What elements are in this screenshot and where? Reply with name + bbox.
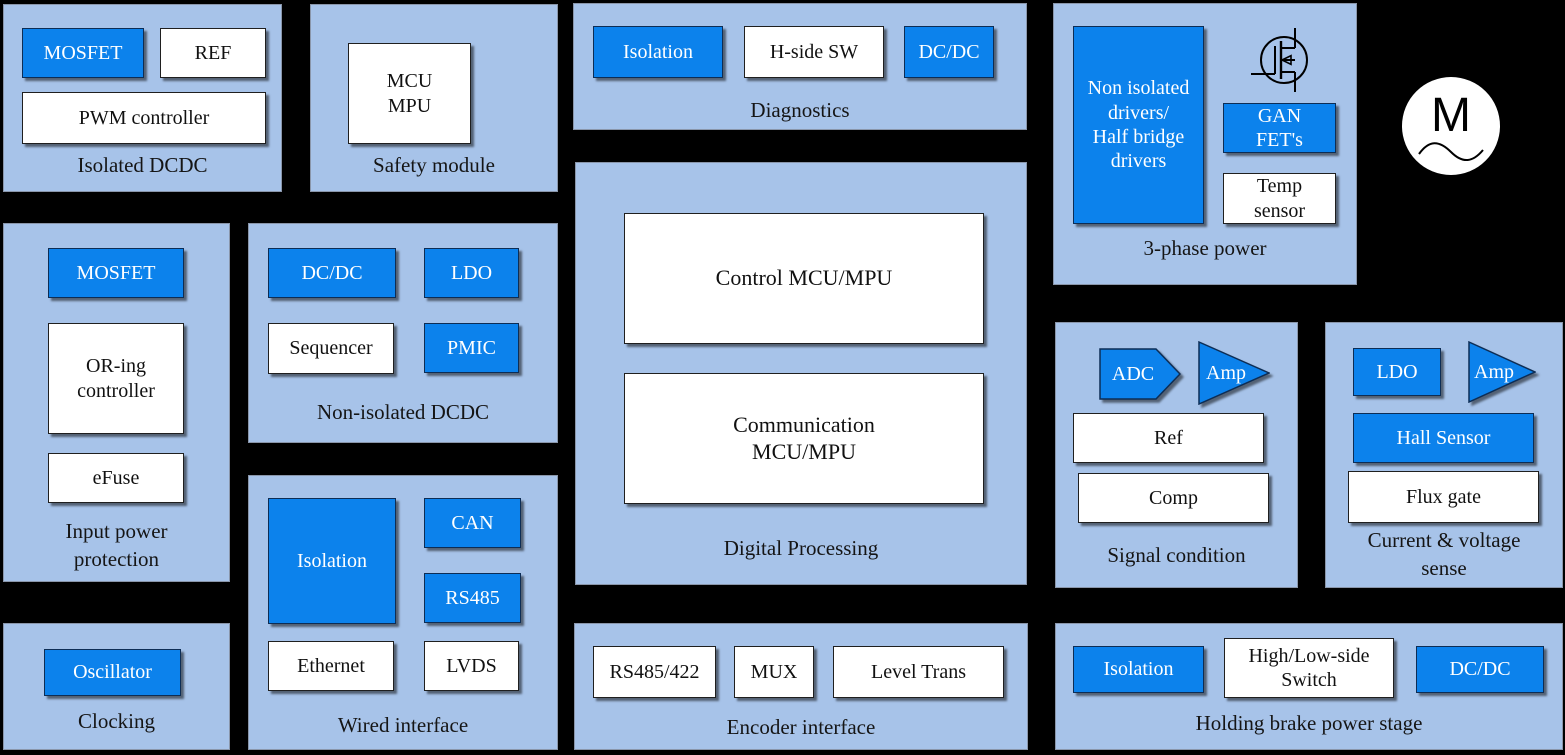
block-mosfet: MOSFET: [48, 248, 184, 298]
panel-encoder-interface: RS485/422 MUX Level Trans Encoder interf…: [574, 623, 1028, 750]
block-isolation: Isolation: [1073, 646, 1204, 693]
block-half-bridge-drivers: Non isolated drivers/ Half bridge driver…: [1073, 26, 1204, 224]
amp-triangle-shape: [1198, 341, 1270, 405]
panel-title: Wired interface: [337, 712, 469, 737]
panel-title: 3-phase power: [1143, 235, 1267, 260]
block-oring-controller: OR-ing controller: [48, 323, 184, 434]
block-oscillator: Oscillator: [44, 649, 181, 696]
block-amp: Amp: [1468, 341, 1536, 403]
block-ref: Ref: [1073, 413, 1264, 463]
adc-arrow-shape: [1099, 348, 1181, 400]
n-channel-mosfet-icon: [1251, 28, 1308, 92]
block-dcdc: DC/DC: [268, 248, 396, 298]
block-mosfet: MOSFET: [22, 28, 144, 78]
block-control-mcu-mpu: Control MCU/MPU: [624, 213, 984, 344]
block-gan-fets: GAN FET's: [1223, 103, 1336, 153]
block-ldo: LDO: [1353, 348, 1441, 396]
block-pmic: PMIC: [424, 323, 519, 373]
panel-title: Diagnostics: [750, 97, 850, 122]
panel-title: Clocking: [78, 708, 155, 733]
block-hall-sensor: Hall Sensor: [1353, 413, 1534, 463]
motor-label: M: [1431, 89, 1471, 142]
block-dcdc: DC/DC: [1416, 646, 1544, 693]
block-efuse: eFuse: [48, 453, 184, 503]
panel-safety-module: MCU MPU Safety module: [310, 4, 558, 192]
panel-title: Input power protection: [65, 519, 168, 571]
panel-holding-brake-power-stage: Isolation High/Low-side Switch DC/DC Hol…: [1055, 623, 1563, 750]
panel-wired-interface: Isolation CAN RS485 Ethernet LVDS Wired …: [248, 475, 558, 750]
block-level-trans: Level Trans: [833, 646, 1004, 698]
block-sequencer: Sequencer: [268, 323, 394, 374]
block-label: Amp: [1206, 361, 1246, 384]
block-label: Amp: [1474, 360, 1514, 383]
panel-current-voltage-sense: LDO Amp Hall Sensor Flux gate Current & …: [1325, 322, 1563, 588]
panel-title: Holding brake power stage: [1195, 710, 1423, 735]
sine-wave-icon: [1418, 142, 1484, 161]
panel-title: Signal condition: [1107, 542, 1246, 567]
amp-triangle-shape: [1468, 341, 1536, 403]
panel-title: Digital Processing: [723, 535, 879, 560]
block-rs485: RS485: [424, 573, 521, 623]
block-ethernet: Ethernet: [268, 641, 394, 691]
block-isolation: Isolation: [593, 26, 723, 78]
panel-title: Encoder interface: [726, 714, 876, 739]
panel-isolated-dcdc: MOSFET REF PWM controller Isolated DCDC: [3, 4, 282, 192]
block-isolation: Isolation: [268, 498, 396, 624]
block-pwm-controller: PWM controller: [22, 92, 266, 144]
block-lvds: LVDS: [424, 641, 519, 691]
block-mcu-mpu: MCU MPU: [348, 43, 471, 144]
block-comp: Comp: [1078, 473, 1269, 523]
motor-symbol: M: [1402, 77, 1500, 175]
panel-title: Non-isolated DCDC: [316, 399, 490, 424]
panel-input-power-protection: MOSFET OR-ing controller eFuse Input pow…: [3, 223, 230, 582]
block-rs485-422: RS485/422: [593, 646, 716, 698]
block-high-low-side-switch: High/Low-side Switch: [1224, 638, 1394, 698]
block-can: CAN: [424, 498, 521, 548]
block-dcdc: DC/DC: [904, 26, 994, 78]
block-h-side-sw: H-side SW: [744, 26, 884, 78]
panel-diagnostics: Isolation H-side SW DC/DC Diagnostics: [573, 3, 1027, 130]
panel-3-phase-power: Non isolated drivers/ Half bridge driver…: [1053, 3, 1357, 285]
panel-title: Current & voltage sense: [1367, 528, 1521, 580]
panel-clocking: Oscillator Clocking: [3, 623, 230, 750]
block-communication-mcu-mpu: Communication MCU/MPU: [624, 373, 984, 504]
block-temp-sensor: Temp sensor: [1223, 173, 1336, 224]
block-amp: Amp: [1198, 341, 1270, 405]
panel-title: Isolated DCDC: [77, 152, 208, 177]
block-ref: REF: [160, 28, 266, 78]
panel-title: Safety module: [373, 152, 495, 177]
block-flux-gate: Flux gate: [1348, 471, 1539, 523]
panel-digital-processing: Control MCU/MPU Communication MCU/MPU Di…: [575, 162, 1027, 585]
panel-non-isolated-dcdc: DC/DC LDO Sequencer PMIC Non-isolated DC…: [248, 223, 558, 443]
panel-signal-condition: ADC Amp Ref Comp Signal condition: [1055, 322, 1298, 588]
block-adc: ADC: [1099, 348, 1181, 400]
block-mux: MUX: [734, 646, 814, 698]
block-ldo: LDO: [424, 248, 519, 298]
block-label: ADC: [1111, 362, 1155, 385]
